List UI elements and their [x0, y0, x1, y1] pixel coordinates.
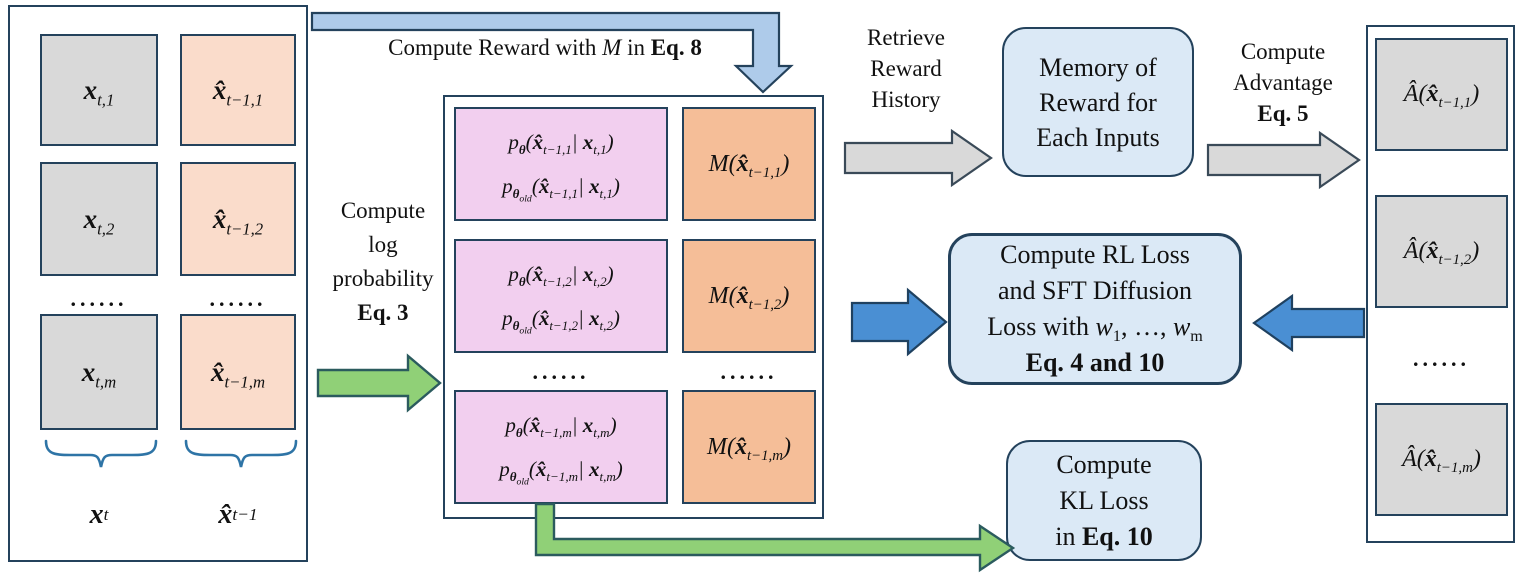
reward-2-label: M(x̂t−1,2) [708, 282, 790, 313]
input-samples-panel: xt,1 xt,2 ...... xt,m x̂t−1,1 x̂t−1,2 ..… [8, 5, 308, 562]
kl-loss-line-2: KL Loss [1059, 485, 1149, 515]
x-t-1-box: xt,1 [40, 34, 158, 146]
memory-line-3: Each Inputs [1036, 122, 1160, 152]
reward-m-label: M(x̂t−1,m) [706, 433, 792, 464]
advantage-2-label: Â(x̂t−1,2) [1403, 238, 1480, 268]
kl-loss-box: Compute KL Loss in Eq. 10 [1006, 440, 1202, 561]
memory-line-2: Reward for [1039, 87, 1157, 117]
compute-advantage-label: Compute Advantage Eq. 5 [1213, 36, 1353, 136]
advantage-arrow-line-1: Compute [1240, 39, 1326, 64]
prob-m-old: pθold(x̂t−1,m| xt,m) [499, 456, 623, 488]
xhat-t-2-label: x̂t−1,2 [212, 203, 264, 238]
xhat-underbrace-icon [184, 439, 298, 468]
x-t-underbrace-icon [44, 439, 158, 468]
xhat-t-2-box: x̂t−1,2 [180, 162, 296, 276]
kl-loss-line-1: Compute [1056, 449, 1152, 479]
prob-2-new: pθ(x̂t−1,2| xt,2) [508, 261, 614, 289]
x-column-ellipsis: ...... [70, 286, 128, 311]
log-prob-line-1: Compute [340, 198, 426, 223]
prob-m-new: pθ(x̂t−1,m| xt,m) [505, 412, 617, 440]
rl-loss-line-2: and SFT Diffusion [997, 276, 1193, 305]
advantage-panel: Â(x̂t−1,1) Â(x̂t−1,2) ...... Â(x̂t−1,m) [1366, 25, 1515, 543]
retrieve-reward-label: Retrieve Reward History [845, 22, 967, 122]
rl-loss-line-3: Loss with w1, …, wm [987, 312, 1203, 346]
prob-1-new: pθ(x̂t−1,1| xt,1) [508, 129, 614, 157]
prob-column-ellipsis: ...... [532, 359, 590, 384]
retrieve-line-2: Reward [870, 56, 942, 81]
memory-line-1: Memory of [1039, 52, 1157, 82]
rl-loss-line-4: Eq. 4 and 10 [1025, 348, 1165, 377]
log-prob-line-2: log [368, 232, 398, 257]
x-t-m-box: xt,m [40, 314, 158, 430]
memory-box: Memory of Reward for Each Inputs [1002, 27, 1194, 177]
xhat-t-1-label: x̂t−1,1 [212, 74, 264, 109]
xhat-t-1-box: x̂t−1,1 [180, 34, 296, 146]
advantage-box-2: Â(x̂t−1,2) [1375, 195, 1508, 308]
reward-box-2: M(x̂t−1,2) [682, 239, 816, 353]
log-prob-label: Compute log probability Eq. 3 [316, 194, 450, 334]
compute-reward-label: Compute Reward with M in Eq. 8 [388, 35, 702, 60]
prob-box-1: pθ(x̂t−1,1| xt,1) pθold(x̂t−1,1| xt,1) [454, 107, 668, 221]
reward-box-m: M(x̂t−1,m) [682, 390, 816, 504]
retrieve-reward-arrow-icon [843, 128, 993, 188]
xhat-group-label: x̂t−1 [218, 499, 258, 530]
retrieve-line-3: History [871, 87, 941, 112]
reward-column-ellipsis: ...... [720, 359, 778, 384]
rl-loss-right-arrow-icon [1252, 293, 1366, 353]
prob-box-2: pθ(x̂t−1,2| xt,2) pθold(x̂t−1,2| xt,2) [454, 239, 668, 353]
prob-reward-panel: pθ(x̂t−1,1| xt,1) pθold(x̂t−1,1| xt,1) p… [443, 95, 824, 519]
rl-loss-line-1: Compute RL Loss [1000, 240, 1190, 269]
xhat-t-m-label: x̂t−1,m [210, 356, 266, 391]
x-t-2-box: xt,2 [40, 162, 158, 276]
prob-1-old: pθold(x̂t−1,1| xt,1) [502, 173, 620, 205]
advantage-column-ellipsis: ...... [1413, 346, 1470, 371]
log-prob-line-3: probability [332, 266, 434, 291]
xhat-t-m-box: x̂t−1,m [180, 314, 296, 430]
xhat-column-ellipsis: ...... [209, 286, 267, 311]
compute-advantage-arrow-icon [1206, 130, 1361, 190]
x-t-2-label: xt,2 [83, 203, 115, 238]
x-t-1-label: xt,1 [83, 74, 115, 109]
advantage-m-label: Â(x̂t−1,m) [1402, 446, 1481, 476]
reward-box-1: M(x̂t−1,1) [682, 107, 816, 221]
log-prob-line-4: Eq. 3 [357, 300, 409, 325]
log-prob-arrow-icon [316, 353, 442, 413]
advantage-1-label: Â(x̂t−1,1) [1403, 81, 1480, 111]
x-t-m-label: xt,m [81, 356, 117, 391]
advantage-box-1: Â(x̂t−1,1) [1375, 38, 1508, 151]
retrieve-line-1: Retrieve [867, 25, 945, 50]
advantage-arrow-line-2: Advantage [1233, 70, 1333, 95]
rl-loss-box: Compute RL Loss and SFT Diffusion Loss w… [948, 233, 1242, 385]
advantage-arrow-line-3: Eq. 5 [1257, 101, 1309, 126]
rl-loss-left-arrow-icon [850, 287, 948, 357]
reward-1-label: M(x̂t−1,1) [708, 150, 790, 181]
prob-2-old: pθold(x̂t−1,2| xt,2) [502, 305, 620, 337]
advantage-box-m: Â(x̂t−1,m) [1375, 403, 1508, 516]
kl-loss-line-3: in Eq. 10 [1055, 521, 1153, 551]
prob-box-m: pθ(x̂t−1,m| xt,m) pθold(x̂t−1,m| xt,m) [454, 390, 668, 504]
